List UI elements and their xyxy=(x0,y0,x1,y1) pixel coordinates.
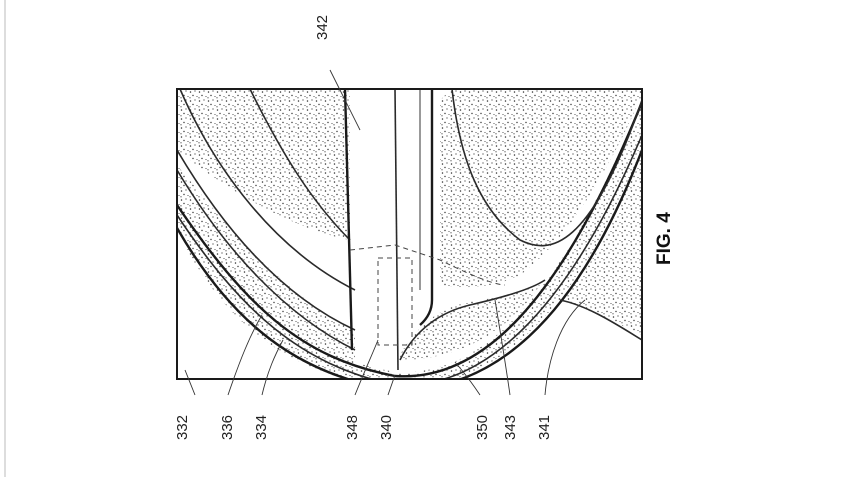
tooth-stippled-region xyxy=(400,285,540,360)
dashed-box-348 xyxy=(377,257,413,346)
leader-341 xyxy=(544,299,586,396)
drawing-body xyxy=(177,89,642,379)
inner-curve-a xyxy=(179,89,356,291)
ref-341: 341 xyxy=(536,415,553,440)
leader-342 xyxy=(329,69,361,131)
leader-350 xyxy=(454,361,481,396)
dashed-line-upper xyxy=(349,244,506,286)
shaft-left-edge xyxy=(343,89,354,351)
lower-right-stippled-region xyxy=(555,150,642,335)
shaft-right-edge xyxy=(419,89,434,326)
shaft-center-line xyxy=(394,89,399,371)
ref-340: 340 xyxy=(378,415,395,440)
outer-curve-bottom xyxy=(177,149,642,379)
ref-334: 334 xyxy=(253,415,270,440)
inner-stippled-band xyxy=(177,165,355,360)
ref-343: 343 xyxy=(502,415,519,440)
ref-350: 350 xyxy=(474,415,491,440)
tooth-edge xyxy=(399,279,546,361)
lower-right-edge xyxy=(559,299,642,341)
ref-336: 336 xyxy=(219,415,236,440)
outer-curve-inner xyxy=(177,134,642,379)
outer-curve xyxy=(177,101,642,378)
inner-curve-b xyxy=(249,89,351,241)
leader-332 xyxy=(184,369,196,396)
upper-stippled-band xyxy=(177,89,350,240)
ref-342: 342 xyxy=(314,15,331,40)
ref-332: 332 xyxy=(174,415,191,440)
right-stippled-region xyxy=(440,89,642,288)
leader-343 xyxy=(494,299,511,396)
leader-340 xyxy=(387,374,396,396)
right-region-edge xyxy=(451,89,642,247)
figure-title: FIG. 4 xyxy=(654,212,675,265)
leader-334 xyxy=(261,339,284,396)
inner-curve-c xyxy=(177,149,356,331)
drawing-frame xyxy=(176,88,643,380)
leader-336 xyxy=(227,314,263,396)
leader-348 xyxy=(354,339,379,396)
ref-348: 348 xyxy=(344,415,361,440)
inner-curve-d xyxy=(177,169,356,351)
